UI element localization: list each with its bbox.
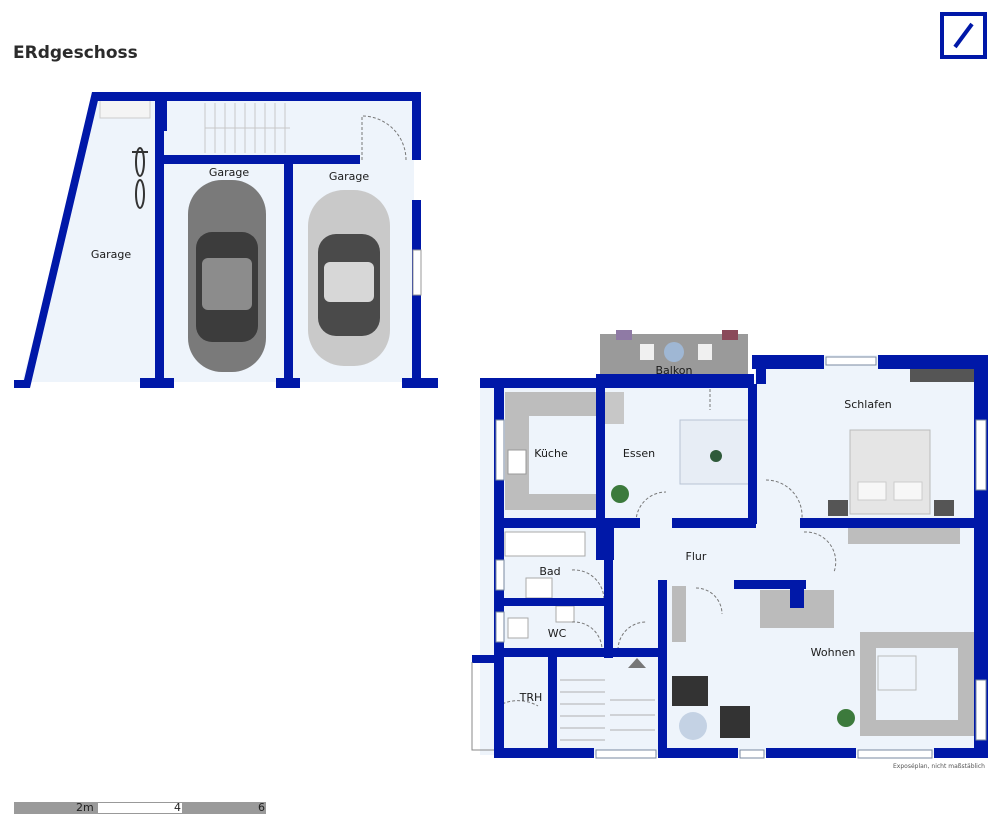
car-light-icon: [308, 190, 390, 366]
wc-sink: [555, 605, 575, 623]
bathtub: [504, 531, 586, 557]
armchair-icon: [720, 706, 750, 738]
page-title: ERdgeschoss: [13, 43, 138, 63]
room-label-garage-right: Garage: [329, 170, 370, 183]
room-label-schlafen: Schlafen: [844, 398, 891, 411]
car-dark-icon: [188, 180, 266, 372]
plant-icon: [710, 450, 722, 462]
room-label-bad: Bad: [539, 565, 560, 578]
bicycle-icon: [132, 147, 148, 209]
planter: [722, 330, 738, 340]
stair-arrow-icon: [628, 658, 646, 668]
plant-icon: [611, 485, 629, 503]
door-swings: [497, 384, 837, 707]
plant-icon: [837, 709, 855, 727]
room-label-kueche: Küche: [534, 447, 568, 460]
scale-mark-2m: 2m: [76, 801, 94, 814]
planter: [616, 330, 632, 340]
garage-window: [412, 249, 422, 296]
room-label-balkon: Balkon: [655, 364, 692, 377]
garage-stairs: [204, 103, 290, 153]
wardrobe: [910, 368, 974, 382]
armchair-icon: [672, 676, 708, 706]
garage-door-swing: [361, 115, 407, 161]
sink-icon: [507, 449, 527, 475]
scale-mark-4: 4: [174, 801, 181, 814]
house-block: [471, 330, 988, 759]
sofa-icon: [860, 632, 974, 736]
room-label-essen: Essen: [623, 447, 655, 460]
footnote: Exposéplan, nicht maßstäblich: [893, 763, 985, 770]
room-label-trh: TRH: [519, 691, 543, 704]
room-label-garage-middle: Garage: [209, 166, 250, 179]
nightstand: [934, 500, 954, 516]
scale-mark-6: 6: [258, 801, 265, 814]
nightstand: [828, 500, 848, 516]
coffee-table: [877, 655, 917, 691]
garage-block: [14, 92, 438, 388]
shelf: [672, 586, 686, 642]
room-label-garage-left: Garage: [91, 248, 132, 261]
room-label-wohnen: Wohnen: [811, 646, 856, 659]
balcony-chair: [698, 344, 712, 360]
windows: [495, 356, 987, 759]
shelf: [99, 99, 151, 119]
room-label-flur: Flur: [686, 550, 707, 563]
bed-icon: [849, 429, 931, 515]
toilet-icon: [507, 617, 529, 639]
bad-sink: [525, 577, 553, 599]
brand-logo: [940, 12, 987, 59]
balcony-chair: [640, 344, 654, 360]
sideboard: [848, 528, 960, 544]
trh-stairs: [560, 679, 655, 741]
room-label-wc: WC: [548, 627, 567, 640]
balcony-table: [664, 342, 684, 362]
scale-bar: 2m 4 6: [14, 801, 266, 814]
side-table: [679, 712, 707, 740]
garage-left-floor: [22, 96, 160, 382]
